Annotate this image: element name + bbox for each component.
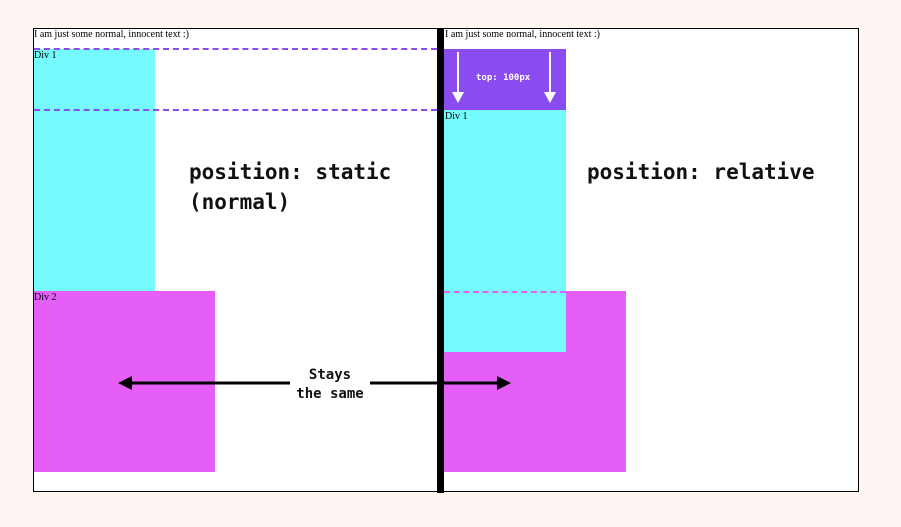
left-intro-text: I am just some normal, innocent text :)	[34, 29, 189, 40]
panel-divider	[437, 28, 444, 493]
left-div1-box	[34, 49, 155, 291]
offset-arrow-right	[544, 52, 556, 103]
offset-arrow-left	[452, 52, 464, 103]
div2-original-top-guide-line	[444, 291, 566, 293]
offset-guide-line	[34, 109, 437, 111]
offset-label: top: 100px	[476, 73, 531, 83]
offset-indicator-box	[444, 49, 566, 110]
relative-title: position: relative	[587, 160, 815, 184]
stays-same-label: Stays the same	[290, 366, 370, 404]
stays-same-arrow-right	[370, 376, 511, 390]
right-div1-box	[444, 110, 566, 352]
stays-same-arrow-left	[118, 376, 290, 390]
right-intro-text: I am just some normal, innocent text :)	[445, 29, 600, 40]
stays-same-line1: Stays	[308, 367, 352, 383]
static-title-line1: position: static	[189, 160, 392, 184]
left-div2-label: Div 2	[34, 292, 57, 303]
stays-same-line2: the same	[296, 386, 364, 402]
original-top-guide-line	[34, 48, 437, 50]
left-div1-label: Div 1	[34, 50, 57, 61]
static-title-line2: (normal)	[189, 190, 291, 214]
right-div1-label: Div 1	[445, 111, 468, 122]
